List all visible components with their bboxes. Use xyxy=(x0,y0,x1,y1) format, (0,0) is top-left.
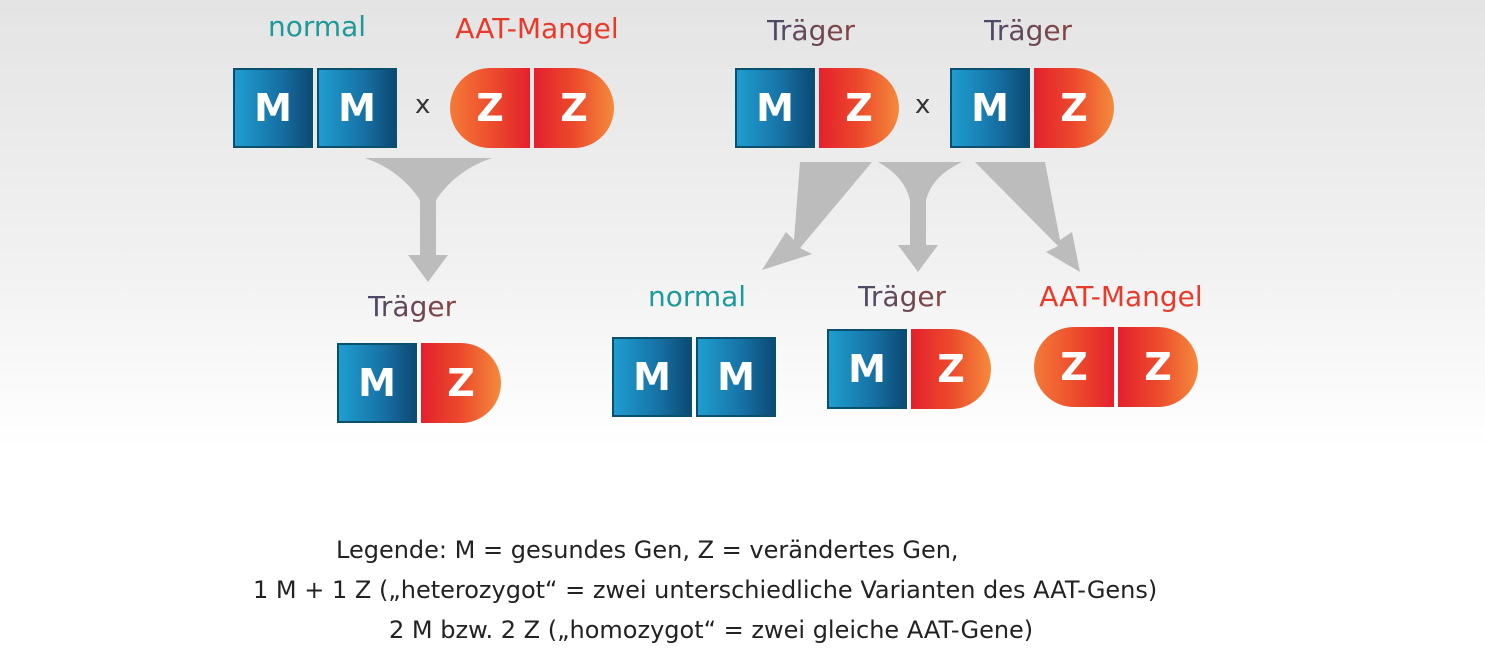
parent-pair-MZ-2: M Z xyxy=(950,68,1114,148)
child-pair-MM: M M xyxy=(612,337,776,417)
cross-sign-left: x xyxy=(415,90,431,120)
arrow-right-to-mangel xyxy=(975,162,1080,272)
child-pair-ZZ: Z Z xyxy=(1034,327,1198,407)
legend-line-1: Legende: M = gesundes Gen, Z = verändert… xyxy=(336,536,959,564)
gene-Z: Z xyxy=(911,329,991,409)
legend-line-3: 2 M bzw. 2 Z („homozygot“ = zwei gleiche… xyxy=(389,616,1034,644)
gene-Z: Z xyxy=(450,68,530,148)
gene-Z: Z xyxy=(1118,327,1198,407)
label-parent-mangel: AAT-Mangel xyxy=(455,12,619,45)
child-pair-MZ-left: M Z xyxy=(337,343,501,423)
gene-M: M xyxy=(950,68,1030,148)
arrow-right-to-normal xyxy=(762,162,872,270)
arrow-right-to-traeger xyxy=(878,162,962,272)
gene-M: M xyxy=(735,68,815,148)
label-parent-traeger-1: Träger xyxy=(766,14,856,47)
arrow-left-cross xyxy=(365,158,492,282)
label-child-mangel: AAT-Mangel xyxy=(1039,280,1203,313)
gene-Z: Z xyxy=(534,68,614,148)
cross-sign-right: x xyxy=(915,90,931,120)
parent-pair-MZ-1: M Z xyxy=(735,68,899,148)
parent-pair-ZZ: Z Z xyxy=(450,68,614,148)
gene-Z: Z xyxy=(1034,68,1114,148)
gene-M: M xyxy=(233,68,313,148)
parent-pair-MM: M M xyxy=(233,68,397,148)
gene-M: M xyxy=(317,68,397,148)
gene-M: M xyxy=(827,329,907,409)
label-child-traeger-right: Träger xyxy=(857,280,947,313)
legend-line-2: 1 M + 1 Z („heterozygot“ = zwei untersch… xyxy=(253,576,1158,604)
gene-M: M xyxy=(337,343,417,423)
gene-M: M xyxy=(696,337,776,417)
child-pair-MZ-right: M Z xyxy=(827,329,991,409)
label-child-normal: normal xyxy=(647,280,747,313)
label-parent-traeger-2: Träger xyxy=(983,14,1073,47)
gene-Z: Z xyxy=(1034,327,1114,407)
label-child-traeger-left: Träger xyxy=(367,290,457,323)
gene-Z: Z xyxy=(819,68,899,148)
label-parent-normal: normal xyxy=(267,10,367,43)
gene-M: M xyxy=(612,337,692,417)
gene-Z: Z xyxy=(421,343,501,423)
